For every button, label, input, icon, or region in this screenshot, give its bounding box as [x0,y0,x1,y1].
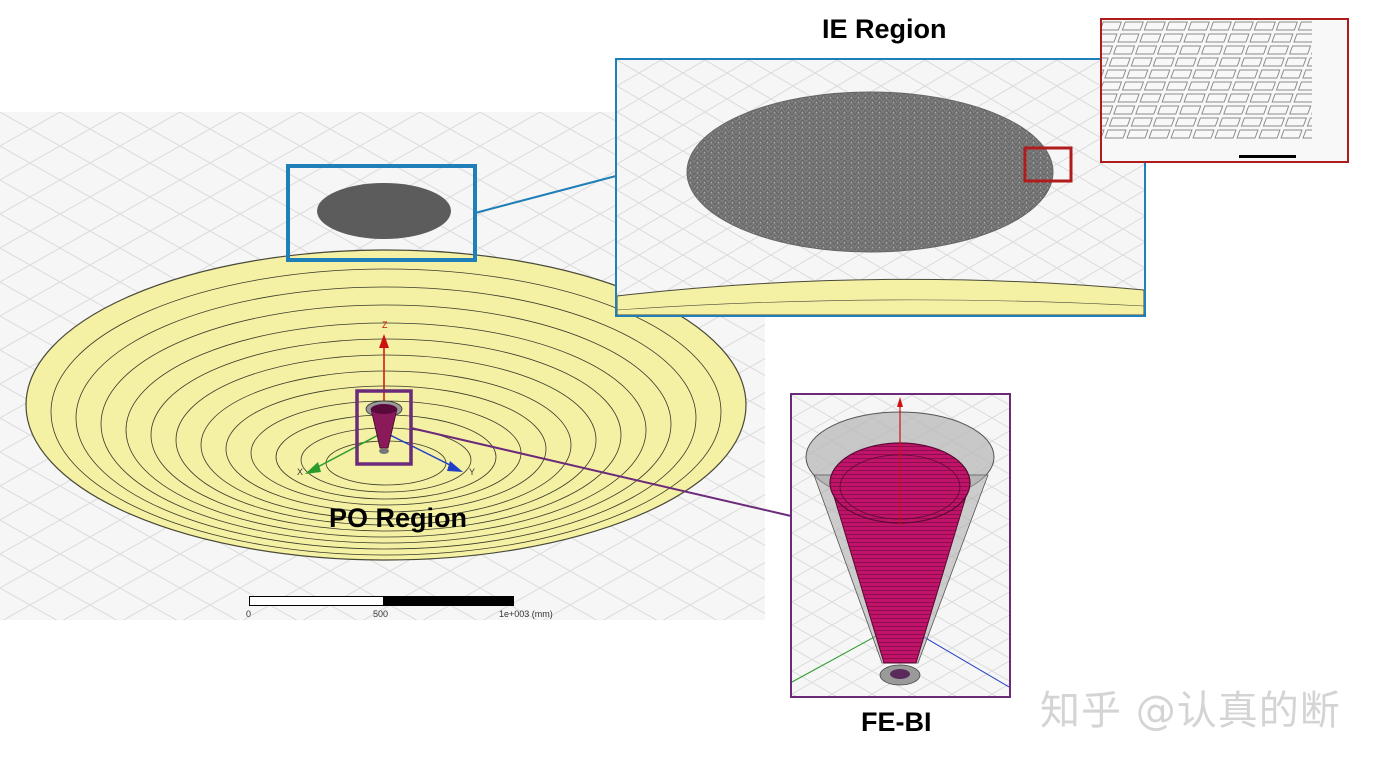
po-region-label: PO Region [329,503,468,533]
fe-bi-inset [790,393,1011,698]
axis-x-label: X [297,467,304,477]
fe-bi-label: FE-BI [861,707,932,737]
scale-tick-1000: 1e+003 (mm) [499,609,553,619]
scale-tick-500: 500 [373,609,389,619]
scale-bar [249,596,515,606]
zoom-mesh-inset [1100,18,1349,163]
ie-region-label: IE Region [822,14,947,44]
axis-y-label: Y [469,467,476,477]
ie-region-inset [615,58,1146,317]
scale-bar-black [383,596,514,606]
ie-mesh-ellipse [686,91,1054,253]
axis-z-label: Z [382,320,388,330]
zoom-callout-box [1023,146,1073,183]
scale-bar-white [249,596,384,606]
watermark-text: 知乎 @认真的断 [1040,688,1341,734]
subreflector [317,183,451,239]
scale-tick-0: 0 [246,609,252,619]
